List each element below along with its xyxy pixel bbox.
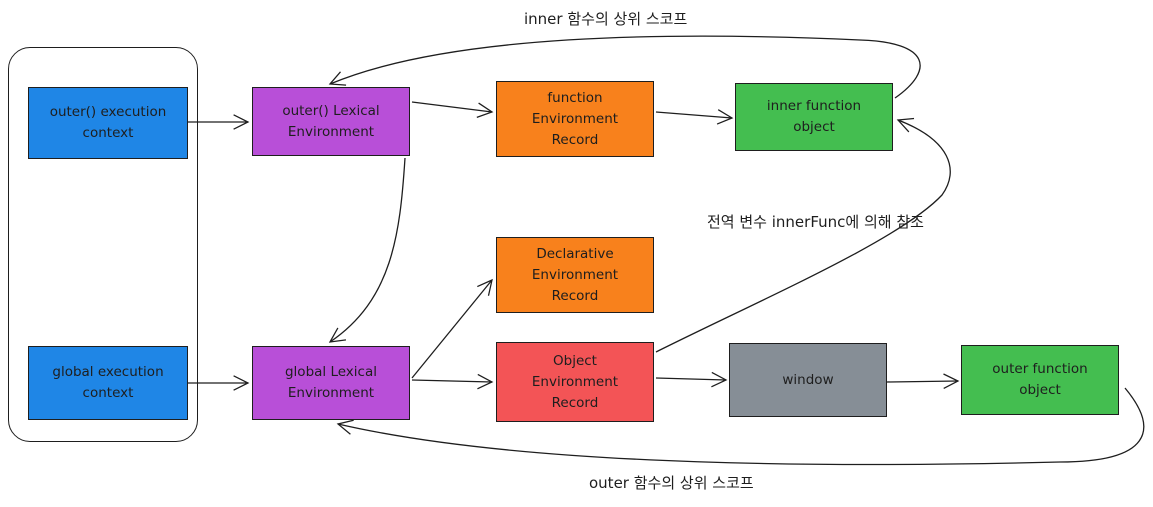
outer-execution-context: outer() execution context [28, 87, 188, 159]
inner-scope-label: inner 함수의 상위 스코프 [524, 10, 688, 28]
arrow-global-lex-to-object-record [411, 373, 494, 390]
inner-function-object: inner function object [735, 83, 893, 151]
arrow-outer-object-to-global-lex [336, 387, 1145, 466]
arrow-outer-lex-to-function-record [411, 101, 494, 118]
arrow-function-record-to-inner-object [655, 109, 734, 125]
arrow-inner-object-to-outer-lex [328, 35, 921, 99]
arrow-object-record-to-window [655, 371, 728, 388]
outer-lexical-environment: outer() Lexical Environment [252, 87, 410, 156]
arrow-outer-lex-to-global-lex [328, 157, 406, 343]
object-environment-record: Object Environment Record [496, 342, 654, 422]
arrow-object-record-to-inner-object [655, 117, 951, 353]
declarative-environment-record: Declarative Environment Record [496, 237, 654, 313]
window-object: window [729, 343, 887, 417]
outer-function-object: outer function object [961, 345, 1119, 415]
global-lexical-environment: global Lexical Environment [252, 346, 410, 420]
execution-context-stack [8, 47, 198, 442]
arrow-global-lex-to-declarative-record [411, 278, 493, 379]
outer-scope-label: outer 함수의 상위 스코프 [589, 474, 754, 492]
arrow-window-to-outer-object [886, 373, 960, 389]
function-environment-record: function Environment Record [496, 81, 654, 157]
global-reference-label: 전역 변수 innerFunc에 의해 참조 [707, 213, 924, 231]
global-execution-context: global execution context [28, 346, 188, 420]
